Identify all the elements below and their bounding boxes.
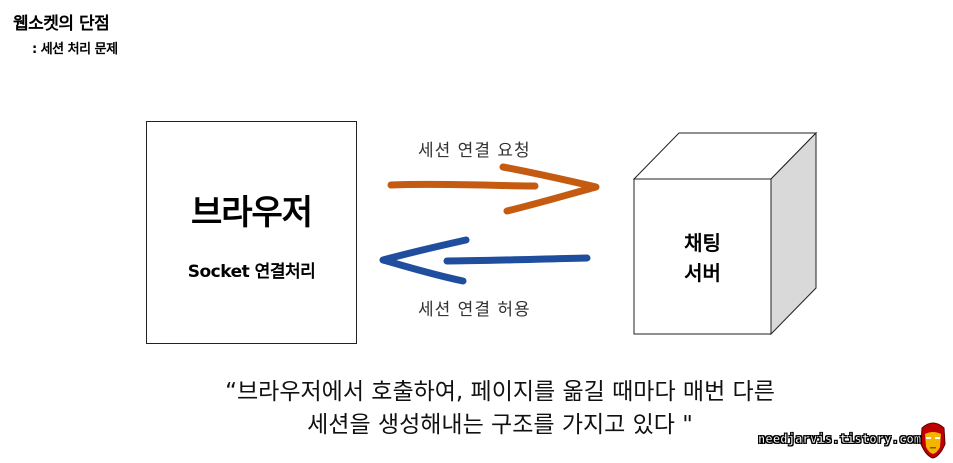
watermark: needjarvis.tistory.com xyxy=(758,432,922,447)
page-subtitle: : 세션 처리 문제 xyxy=(32,42,118,57)
ironman-mascot-icon xyxy=(920,422,946,459)
response-arrow xyxy=(379,236,591,285)
request-arrow xyxy=(387,163,600,215)
quote-line-1: “브라우저에서 호출하여, 페이지를 옮길 때마다 매번 다른 xyxy=(225,379,775,405)
request-label: 세션 연결 요청 xyxy=(418,141,531,161)
server-label-line2: 서버 xyxy=(684,261,721,285)
browser-box: 브라우저 Socket 연결처리 xyxy=(146,121,357,344)
cube-front-face xyxy=(633,178,772,335)
server-cube xyxy=(632,131,818,336)
page-title: 웹소켓의 단점 xyxy=(13,14,110,34)
server-label-line1: 채팅 xyxy=(684,231,721,255)
quote-line-2: 세션을 생성해내는 구조를 가지고 있다 " xyxy=(307,412,693,438)
browser-label: 브라우저 xyxy=(190,193,313,233)
server-label: 채팅 서버 xyxy=(634,228,771,288)
browser-socket-label: Socket 연결처리 xyxy=(187,262,316,282)
response-label: 세션 연결 허용 xyxy=(418,300,531,320)
